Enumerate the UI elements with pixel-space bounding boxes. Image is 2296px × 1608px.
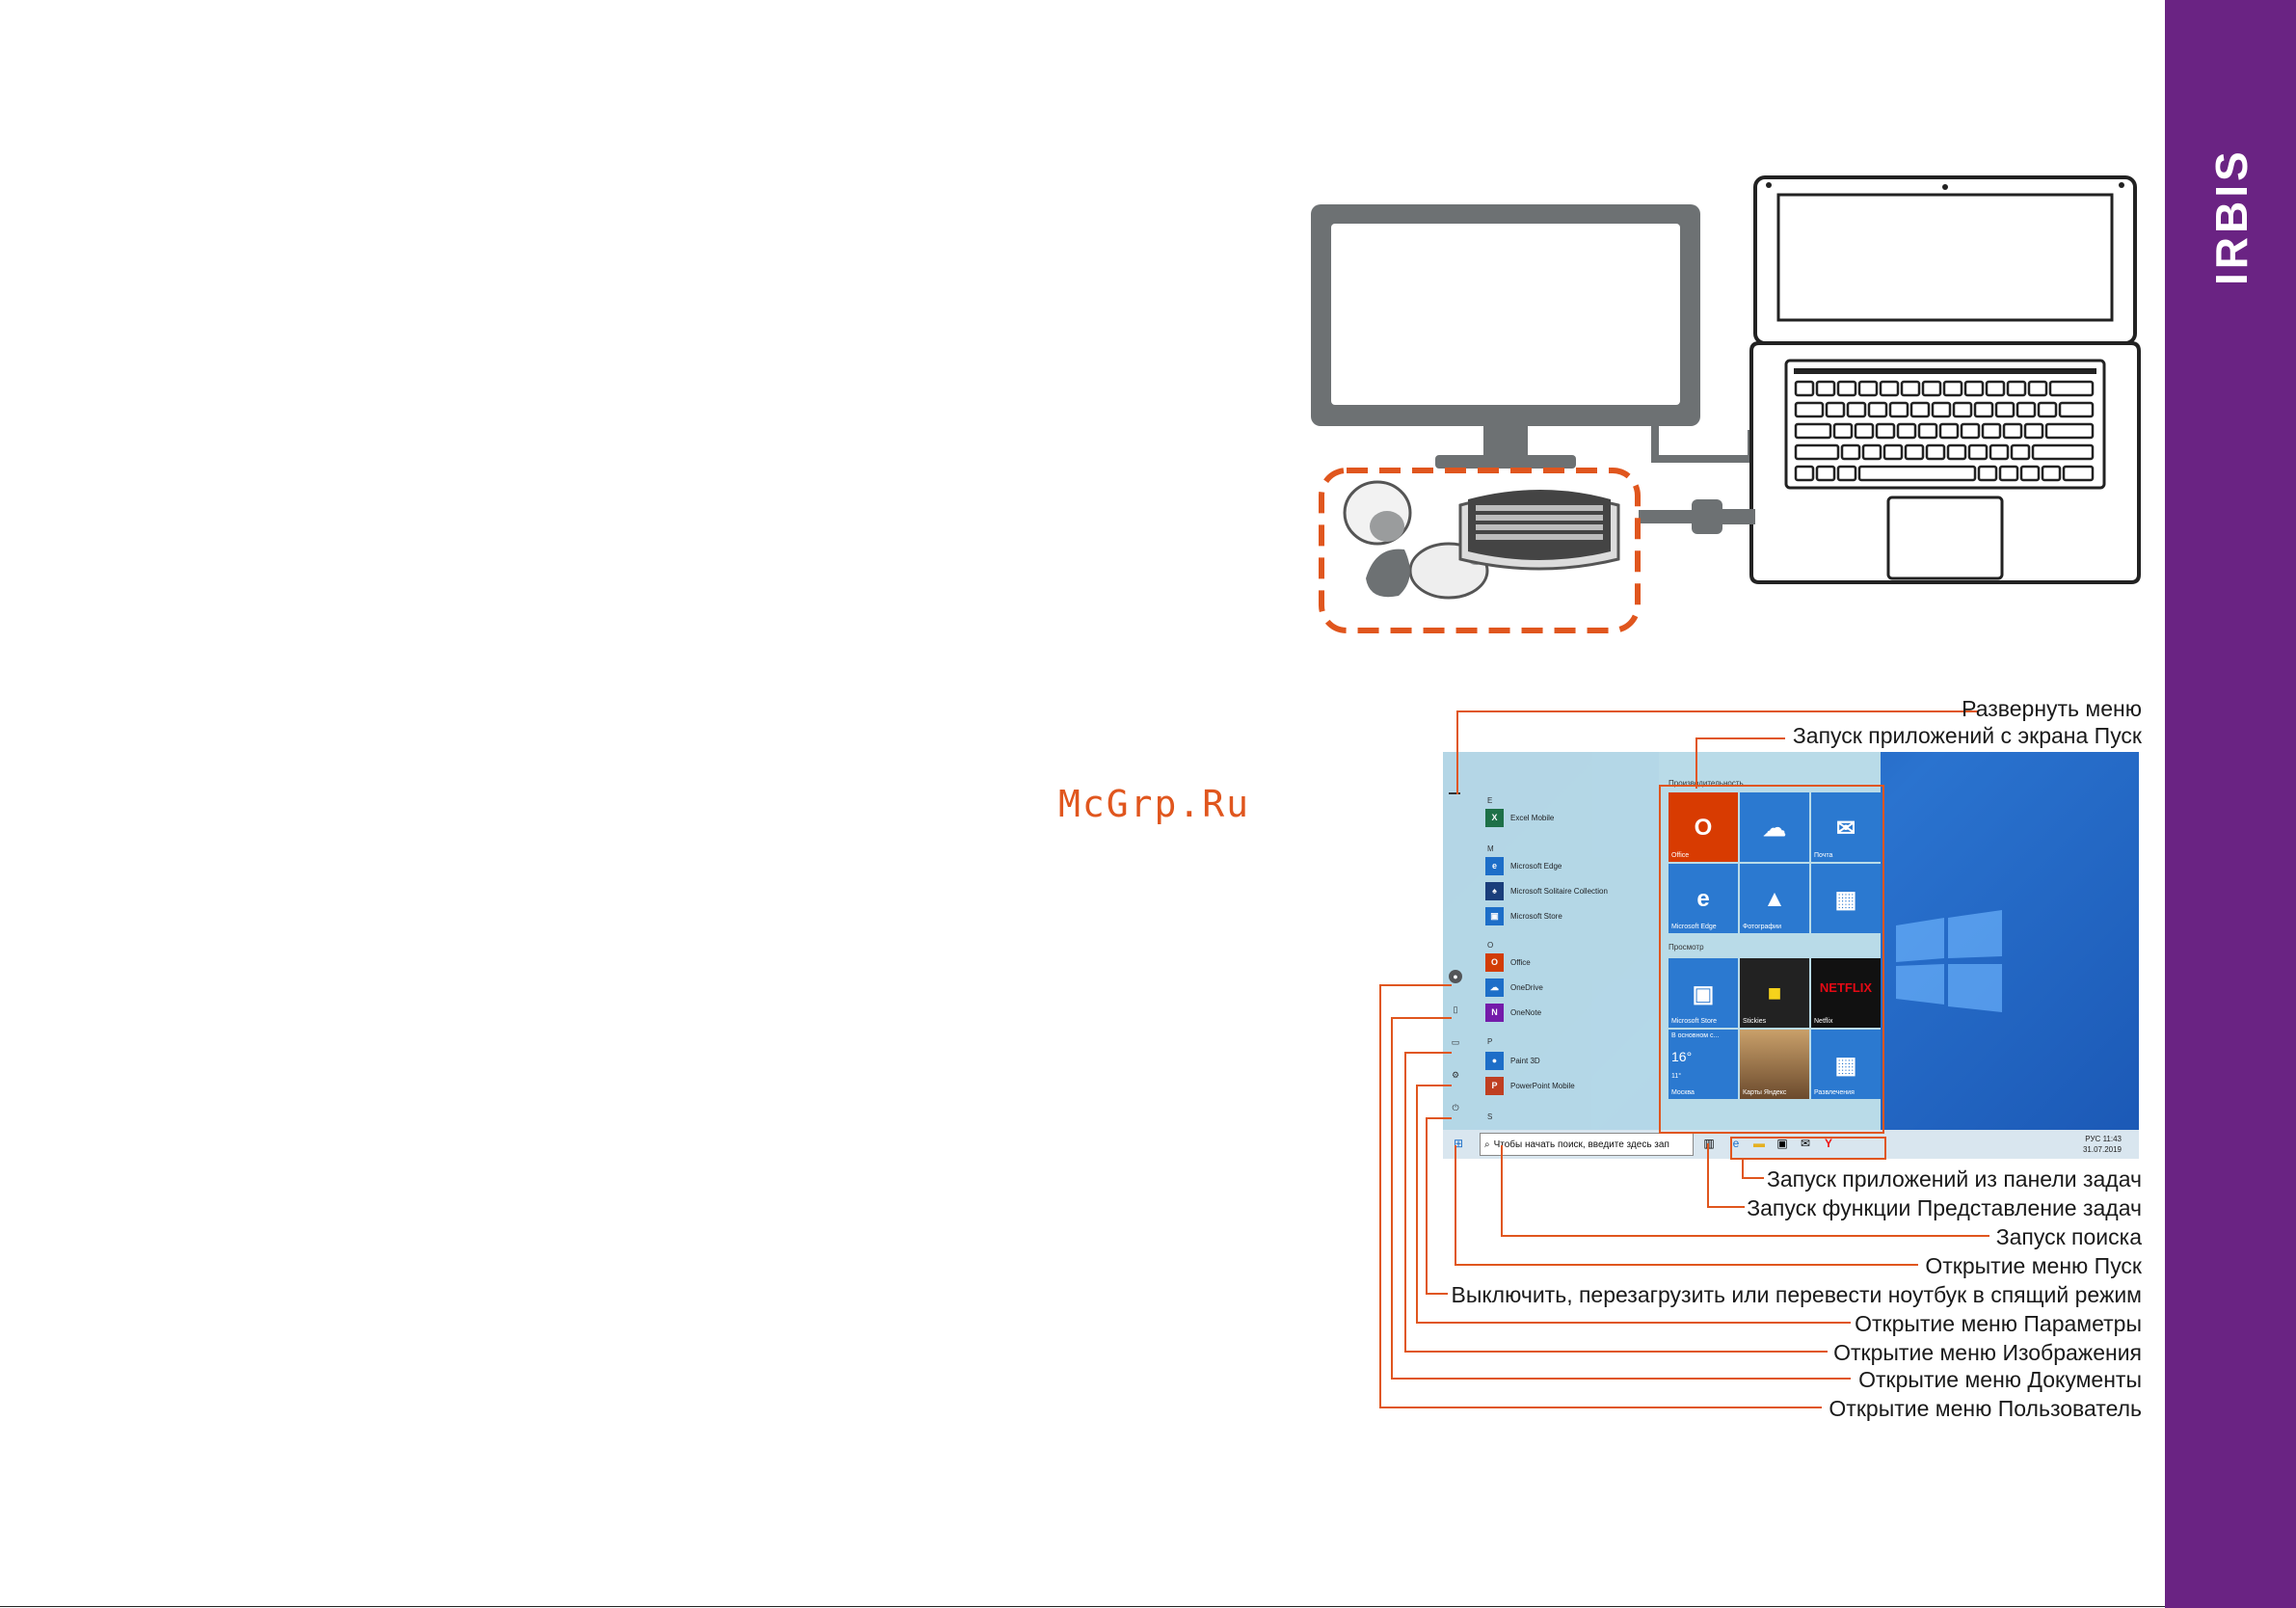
tile-office-apps[interactable]: ▦	[1811, 864, 1881, 933]
tile-photos[interactable]: ▲Фотографии	[1740, 864, 1809, 933]
excel-icon: X	[1485, 808, 1504, 827]
callout-launch-start: Запуск приложений с экрана Пуск	[1792, 723, 2142, 748]
tile-maps[interactable]: Карты Яндекс	[1740, 1030, 1809, 1099]
tile-group-title: Просмотр	[1669, 943, 1704, 951]
store-icon: ▣	[1485, 906, 1504, 925]
weather-desc: В основном с...	[1671, 1032, 1720, 1039]
app-label: Microsoft Store	[1510, 911, 1562, 921]
edge-icon: e	[1485, 856, 1504, 875]
list-item-excel[interactable]: X Excel Mobile	[1485, 808, 1554, 827]
store-taskbar-icon[interactable]: ▣	[1776, 1137, 1788, 1150]
list-item-onenote[interactable]: N OneNote	[1485, 1003, 1541, 1022]
settings-gear-icon[interactable]: ⚙	[1451, 1070, 1460, 1080]
app-group-letter: M	[1487, 844, 1494, 853]
app-group-letter: S	[1487, 1112, 1493, 1121]
start-menu: ● ▯ ▭ ⚙ ⏻ E X Excel Mobile M e Microsoft E…	[1443, 752, 1659, 1159]
app-group-letter: P	[1487, 1037, 1493, 1046]
callout-expand-menu: Развернуть меню	[1962, 696, 2142, 721]
windows-logo-wallpaper	[1896, 910, 2002, 1012]
weather-high: 16°	[1671, 1048, 1693, 1064]
powerpoint-icon: P	[1485, 1076, 1504, 1095]
app-label: Microsoft Edge	[1510, 861, 1562, 871]
tile-games[interactable]: ▦Развлечения	[1811, 1030, 1881, 1099]
callout-documents: Открытие меню Документы	[1858, 1367, 2142, 1392]
onedrive-icon: ☁	[1485, 978, 1504, 997]
footer-rule	[0, 1606, 2165, 1607]
yandex-taskbar-icon[interactable]: Y	[1824, 1137, 1832, 1150]
paint3d-icon: ●	[1485, 1051, 1504, 1070]
laptop-icon	[1749, 175, 2141, 584]
search-placeholder: Чтобы начать поиск, введите здесь зап	[1493, 1139, 1669, 1150]
app-label: PowerPoint Mobile	[1510, 1081, 1575, 1090]
tile-store[interactable]: ▣Microsoft Store	[1669, 958, 1738, 1028]
list-item-solitaire[interactable]: ♠ Microsoft Solitaire Collection	[1485, 881, 1608, 900]
pictures-icon[interactable]: ▭	[1451, 1037, 1460, 1047]
tile-stickies[interactable]: ■Stickies	[1740, 958, 1809, 1028]
app-label: OneDrive	[1510, 982, 1543, 992]
keyboard-icon	[1458, 490, 1620, 571]
user-avatar-icon[interactable]: ●	[1449, 970, 1462, 983]
onenote-icon: N	[1485, 1003, 1504, 1022]
callout-settings: Открытие меню Параметры	[1855, 1311, 2142, 1336]
tray-date: 31.07.2019	[2082, 1145, 2122, 1154]
tile-onedrive[interactable]: ☁	[1740, 792, 1809, 862]
app-label: Microsoft Solitaire Collection	[1510, 886, 1608, 896]
callout-task-view: Запуск функции Представление задач	[1747, 1195, 2142, 1220]
tile-mail[interactable]: ✉Почта	[1811, 792, 1881, 862]
app-group-letter: O	[1487, 941, 1494, 950]
list-item-edge[interactable]: e Microsoft Edge	[1485, 856, 1562, 875]
search-input[interactable]: ⌕Чтобы начать поиск, введите здесь зап	[1480, 1133, 1694, 1156]
solitaire-icon: ♠	[1485, 881, 1504, 900]
tile-group-title: Производительность	[1669, 779, 1744, 788]
app-label: OneNote	[1510, 1007, 1542, 1017]
app-label: Paint 3D	[1510, 1056, 1540, 1065]
windows-start-screenshot: ● ▯ ▭ ⚙ ⏻ E X Excel Mobile M e Microsoft E…	[1443, 752, 2139, 1159]
documents-icon[interactable]: ▯	[1453, 1005, 1458, 1014]
mouse-icon	[1343, 480, 1412, 546]
windows-start-icon[interactable]: ⊞	[1453, 1137, 1464, 1150]
start-left-rail: ● ▯ ▭ ⚙ ⏻	[1443, 752, 1468, 1130]
callout-user: Открытие меню Пользователь	[1829, 1396, 2142, 1421]
callout-power: Выключить, перезагрузить или перевести н…	[1451, 1282, 2142, 1307]
app-label: Excel Mobile	[1510, 813, 1555, 822]
callout-search: Запуск поиска	[1995, 1224, 2142, 1249]
search-icon: ⌕	[1484, 1139, 1490, 1150]
mail-taskbar-icon[interactable]: ✉	[1800, 1137, 1811, 1150]
office-icon: O	[1485, 952, 1504, 972]
watermark-text: McGrp.Ru	[1058, 783, 1251, 825]
app-label: Office	[1510, 957, 1531, 967]
list-item-onedrive[interactable]: ☁ OneDrive	[1485, 978, 1543, 997]
hamburger-menu-icon[interactable]	[1449, 792, 1460, 794]
power-icon[interactable]: ⏻	[1452, 1103, 1459, 1112]
system-tray: РУС 11:43 31.07.2019	[2083, 1134, 2122, 1155]
callout-launch-taskbar: Запуск приложений из панели задач	[1766, 1166, 2142, 1192]
app-group-letter: E	[1487, 796, 1493, 805]
list-item-office[interactable]: O Office	[1485, 952, 1531, 972]
taskbar: ⊞ ⌕Чтобы начать поиск, введите здесь зап…	[1443, 1130, 2139, 1159]
tray-language: РУС	[2085, 1135, 2101, 1143]
monitor-icon	[1311, 204, 1700, 469]
callout-open-start: Открытие меню Пуск	[1925, 1253, 2142, 1278]
list-item-store[interactable]: ▣ Microsoft Store	[1485, 906, 1562, 925]
weather-low: 11°	[1671, 1073, 1682, 1081]
list-item-powerpoint[interactable]: P PowerPoint Mobile	[1485, 1076, 1575, 1095]
brand-sidebar	[2165, 0, 2296, 1608]
tray-time: 11:43	[2102, 1135, 2122, 1143]
tile-weather[interactable]: В основном с...16°11°Москва	[1669, 1030, 1738, 1099]
list-item-paint3d[interactable]: ● Paint 3D	[1485, 1051, 1540, 1070]
hardware-illustration	[1311, 175, 2141, 633]
callout-pictures: Открытие меню Изображения	[1833, 1340, 2142, 1365]
explorer-taskbar-icon[interactable]: ▬	[1753, 1137, 1765, 1150]
edge-taskbar-icon[interactable]: e	[1732, 1137, 1740, 1150]
